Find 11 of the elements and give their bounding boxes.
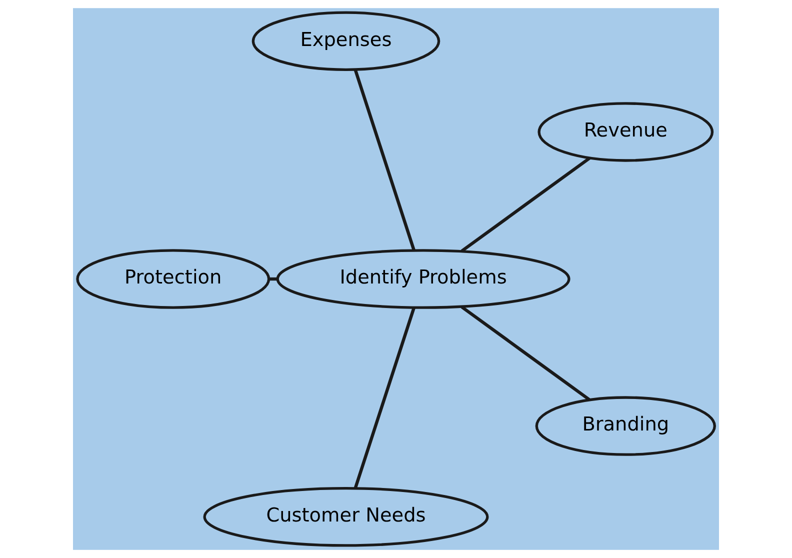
connector [460,306,590,401]
node-ellipse: Branding [535,396,716,456]
node-ellipse: Protection [76,249,270,309]
node-ellipse: Customer Needs [203,487,489,547]
connector [460,156,591,252]
connector [354,69,416,251]
connector [269,277,278,281]
node-ellipse: Revenue [538,102,714,162]
connector [354,307,416,489]
node-ellipse: Expenses [252,11,440,71]
node-ellipse: Identify Problems [276,249,570,309]
